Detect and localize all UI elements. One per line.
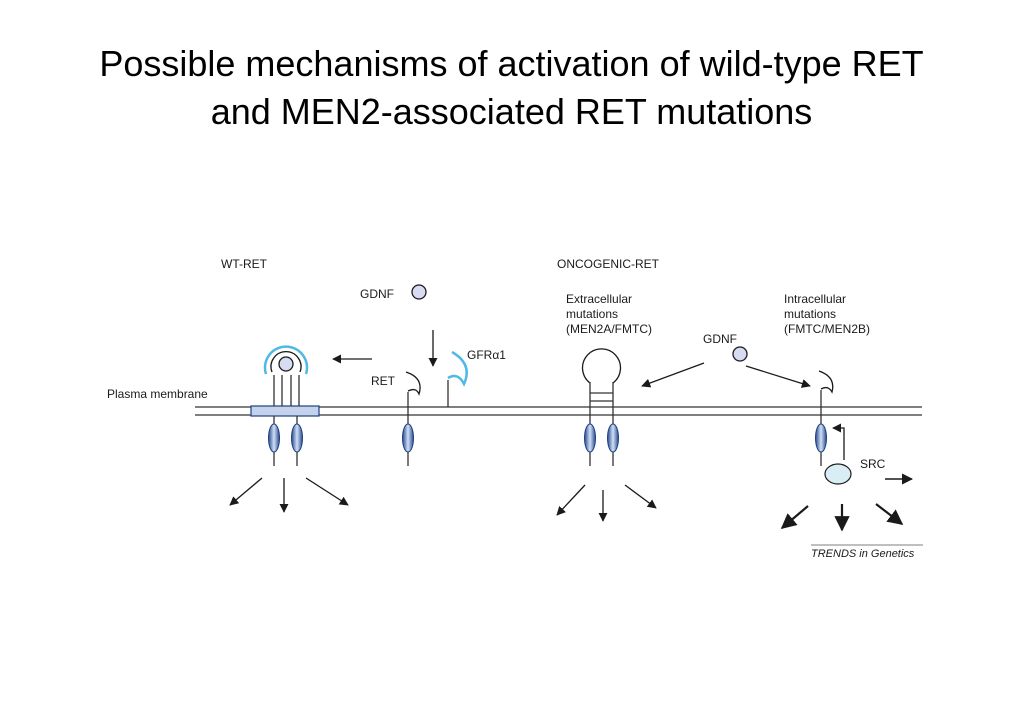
kinase-domain xyxy=(607,423,619,453)
kinase-domain xyxy=(268,423,280,453)
signal-arrow xyxy=(229,477,263,506)
src-label: SRC xyxy=(860,457,886,471)
kinase-domain xyxy=(584,423,596,453)
figure-source-caption: TRENDS in Genetics xyxy=(811,548,915,560)
intracellular-label-line-2: mutations xyxy=(784,307,836,321)
gdnf-ligand xyxy=(732,346,748,362)
gdnf-label-center: GDNF xyxy=(703,332,737,346)
intracellular-label-line-1: Intracellular xyxy=(784,292,846,306)
gfra1-label: GFRα1 xyxy=(467,348,506,362)
src-kinase xyxy=(824,463,852,485)
signal-arrow xyxy=(624,484,657,509)
extracellular-mutant-dimer xyxy=(581,348,622,466)
gfr-arc-outer xyxy=(263,345,309,375)
gdnf-label-left: GDNF xyxy=(360,287,394,301)
ret-label: RET xyxy=(371,374,396,388)
gfra1-coreceptor xyxy=(447,350,468,387)
intracellular-label-line-3: (FMTC/MEN2B) xyxy=(784,322,870,336)
kinase-domain xyxy=(402,423,414,453)
kinase-domain xyxy=(815,423,827,453)
wt-ret-complex xyxy=(250,345,320,466)
extracellular-label-line-1: Extracellular xyxy=(566,292,632,306)
extracellular-label-line-2: mutations xyxy=(566,307,618,321)
gdnf-bound-ligand xyxy=(278,356,294,372)
signal-arrow xyxy=(875,503,904,525)
slide-title: Possible mechanisms of activation of wil… xyxy=(0,40,1023,136)
kinase-domain xyxy=(291,423,303,453)
plasma-membrane-label: Plasma membrane xyxy=(107,387,208,401)
gdnf-independent-arrow xyxy=(745,365,811,388)
signal-arrow xyxy=(305,477,349,506)
intracellular-mutant-ret xyxy=(815,370,852,485)
signal-arrow xyxy=(556,484,586,516)
title-line-1: Possible mechanisms of activation of wil… xyxy=(99,43,924,84)
title-line-2: and MEN2-associated RET mutations xyxy=(210,91,813,132)
extracellular-label-line-3: (MEN2A/FMTC) xyxy=(566,322,652,336)
wt-ret-heading: WT-RET xyxy=(221,257,268,271)
ret-arc-inner xyxy=(270,351,302,373)
src-activation-arrow xyxy=(832,423,845,460)
gdnf-independent-arrow xyxy=(641,362,705,388)
ret-extracellular-domain xyxy=(405,371,421,396)
signal-arrow xyxy=(780,505,809,529)
oncogenic-ret-heading: ONCOGENIC-RET xyxy=(557,257,660,271)
membrane-complex-bar xyxy=(250,405,320,417)
gdnf-ligand xyxy=(411,284,427,300)
